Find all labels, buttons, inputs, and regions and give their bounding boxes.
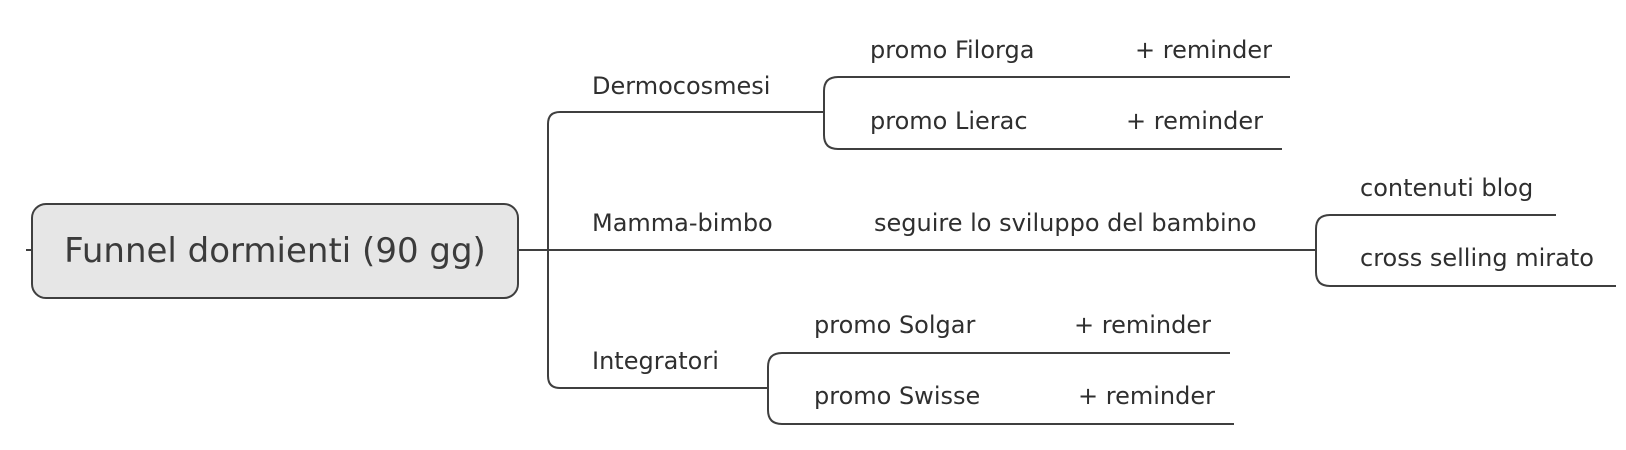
- leaf-promo-lierac[interactable]: promo Lierac + reminder: [870, 107, 1282, 150]
- branch-integratori[interactable]: Integratori: [590, 347, 768, 389]
- leaf-cross-selling-mirato[interactable]: cross selling mirato: [1360, 244, 1616, 287]
- root-node[interactable]: Funnel dormienti (90 gg): [31, 203, 519, 299]
- leaf-promo-filorga[interactable]: promo Filorga + reminder: [870, 36, 1290, 78]
- branch-dermocosmesi-label: Dermocosmesi: [592, 72, 770, 100]
- leaf-contenuti-blog-label: contenuti blog: [1360, 174, 1533, 202]
- leaf-cross-selling-mirato-label: cross selling mirato: [1360, 244, 1594, 272]
- branch-dermocosmesi[interactable]: Dermocosmesi: [590, 72, 824, 113]
- leaf-promo-swisse-note: + reminder: [1078, 382, 1215, 410]
- node-seguire-sviluppo-label: seguire lo sviluppo del bambino: [874, 209, 1257, 237]
- root-node-label: Funnel dormienti (90 gg): [64, 231, 486, 271]
- branch-integratori-label: Integratori: [592, 347, 719, 375]
- leaf-promo-solgar[interactable]: promo Solgar + reminder: [814, 311, 1230, 354]
- leaf-promo-solgar-label: promo Solgar: [814, 311, 975, 339]
- leaf-promo-solgar-note: + reminder: [1074, 311, 1211, 339]
- integratori-children-bracket: [767, 352, 814, 425]
- leaf-promo-lierac-note: + reminder: [1126, 107, 1263, 135]
- leaf-promo-swisse-label: promo Swisse: [814, 382, 980, 410]
- leaf-promo-filorga-note: + reminder: [1135, 36, 1272, 64]
- mamma-bimbo-children-bracket: [1315, 214, 1360, 287]
- leaf-promo-swisse[interactable]: promo Swisse + reminder: [814, 382, 1234, 425]
- dermocosmesi-children-bracket: [823, 76, 870, 150]
- branch-mamma-bimbo-label: Mamma-bimbo: [592, 209, 773, 237]
- leaf-promo-lierac-label: promo Lierac: [870, 107, 1028, 135]
- leaf-contenuti-blog[interactable]: contenuti blog: [1360, 174, 1556, 216]
- leaf-promo-filorga-label: promo Filorga: [870, 36, 1034, 64]
- branch-mamma-bimbo[interactable]: Mamma-bimbo: [548, 209, 1316, 251]
